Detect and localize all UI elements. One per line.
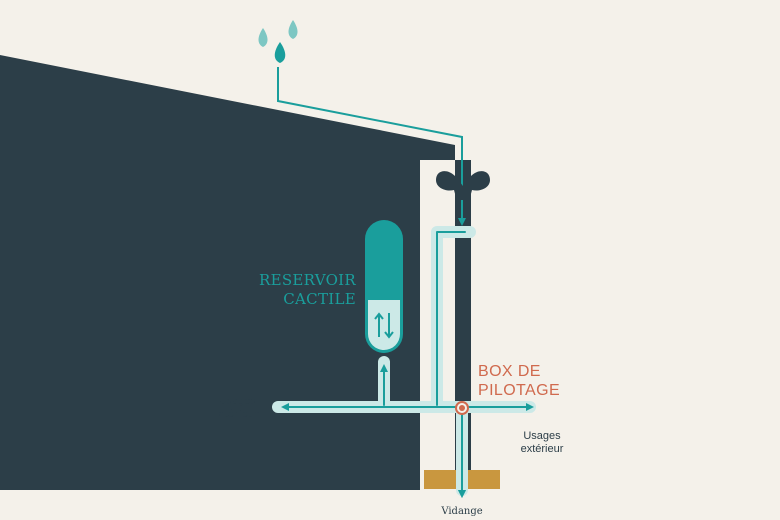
outdoor-usage-label: Usages extérieur xyxy=(510,430,574,456)
filter-funnel-icon xyxy=(436,171,490,205)
outdoor-usage-line2: extérieur xyxy=(520,443,564,455)
control-box-label: BOX DE PILOTAGE xyxy=(478,362,560,400)
up-down-arrows-icon xyxy=(374,312,394,339)
rain-collection-line xyxy=(277,67,463,210)
raindrop-icon xyxy=(288,20,298,39)
control-box-label-line1: BOX DE xyxy=(478,363,541,380)
indoor-usage-line2: intérieur xyxy=(214,409,260,420)
drain-label: Vidange xyxy=(441,506,483,517)
valve-core xyxy=(459,405,465,411)
reservoir-label-line1: RESERVOIR xyxy=(258,271,356,289)
house-silhouette xyxy=(0,55,455,490)
reservoir-label-line2: CACTILE xyxy=(283,290,356,308)
outdoor-usage-line1: Usages xyxy=(523,430,561,442)
indoor-usage-label: Usages intérieur xyxy=(207,395,267,421)
raindrop-icon xyxy=(274,42,286,63)
reservoir-label: RESERVOIR CACTILE xyxy=(240,271,356,309)
control-box-label-line2: PILOTAGE xyxy=(478,382,561,399)
indoor-usage-line1: Usages xyxy=(218,396,256,407)
raindrop-icon xyxy=(258,28,268,47)
reservoir-water xyxy=(368,300,400,350)
